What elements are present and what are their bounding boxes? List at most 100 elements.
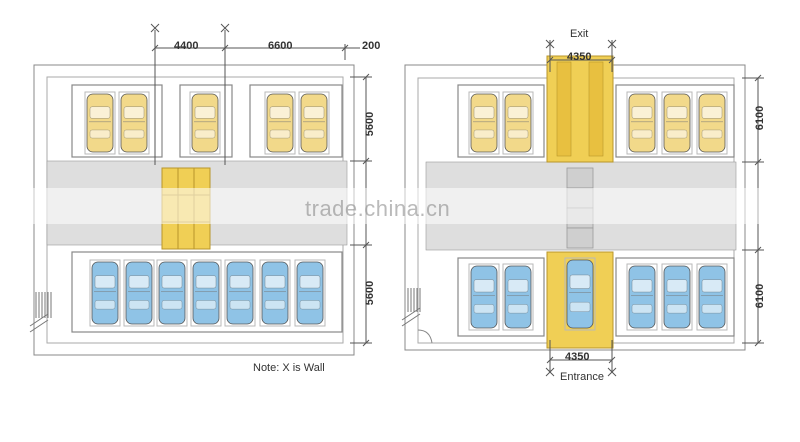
car-body [86,93,114,153]
car-frame [189,91,221,155]
car-frame [84,91,116,155]
left-lift-cell [177,221,195,250]
wall-x-stroke [607,39,617,49]
car-body [663,265,691,329]
left-lower-car-1 [123,259,155,327]
car-rear-window [94,300,116,310]
car-frame [468,91,500,155]
dim-tick [362,241,370,249]
car-rear-window [507,304,529,314]
left-rack-lower [71,251,343,333]
dim-tick [754,74,762,82]
car-windshield [194,106,216,119]
wall-note: Note: X is Wall [253,362,325,374]
left-lower-car-6 [294,259,326,327]
right-rack-lower-b [615,257,735,337]
dim-top-4400: 4400 [174,40,199,52]
car-windshield [473,279,495,293]
dim-tick [221,44,229,52]
right-upper-car-0 [468,91,500,155]
dim-top-200: 200 [362,40,381,52]
car-frame [123,259,155,327]
left-upper-car-4 [298,91,330,155]
wall-x-stroke [545,367,555,377]
dim-tick [151,44,159,52]
left-break-line [29,313,49,327]
car-frame [294,259,326,327]
car-windshield [269,106,291,119]
right-upper-car-1 [502,91,534,155]
wall-x-stroke [150,23,160,33]
dim-right-lower-5600: 5600 [364,280,377,306]
car-windshield [161,275,183,289]
car-body [91,261,119,325]
car-body [191,93,219,153]
car-windshield [631,279,653,293]
car-windshield [94,275,116,289]
car-body [120,93,148,153]
left-lift-cell [161,221,179,250]
car-body [261,261,289,325]
car-frame [502,263,534,331]
left-lower-car-5 [259,259,291,327]
left-break-line [29,319,49,333]
wall-marker-x [545,367,555,377]
car-body [566,259,594,329]
car-frame [502,91,534,155]
dim-tick [546,56,554,64]
car-rear-window [666,304,688,314]
car-body [296,261,324,325]
left-rack-upper-b [179,84,233,158]
car-body [192,261,220,325]
dim-tick [362,157,370,165]
dim-tick [754,158,762,166]
car-windshield [666,279,688,293]
car-body [300,93,328,153]
car-body [698,265,726,329]
car-frame [696,263,728,331]
dim-top-6600: 6600 [268,40,293,52]
car-frame [264,91,296,155]
right-rack-upper-a [457,84,545,158]
left-lower-car-3 [190,259,222,327]
wall-marker-x [150,23,160,33]
wall-x-stroke [607,367,617,377]
right-upper-car-4 [696,91,728,155]
car-windshield [299,275,321,289]
car-windshield [195,275,217,289]
car-rear-window [303,129,325,139]
car-body [125,261,153,325]
car-body [226,261,254,325]
car-windshield [507,106,529,119]
right-break-line [401,313,421,327]
dim-right-upper-5600: 5600 [364,111,377,137]
car-windshield [631,106,653,119]
car-rear-window [473,129,495,139]
car-body [663,93,691,153]
car-rear-window [269,129,291,139]
car-rear-window [128,300,150,310]
car-rear-window [701,304,723,314]
car-rear-window [264,300,286,310]
wall-marker-x [607,367,617,377]
dim-tick [754,339,762,347]
watermark: trade.china.cn [305,196,451,221]
car-windshield [666,106,688,119]
car-rear-window [701,129,723,139]
car-body [266,93,294,153]
left-upper-car-3 [264,91,296,155]
car-rear-window [631,129,653,139]
left-lower-car-2 [156,259,188,327]
car-windshield [89,106,111,119]
right-lower-car-2 [626,263,658,331]
right-lower-car-0 [468,263,500,331]
car-rear-window [123,129,145,139]
right-door-arc [417,329,433,344]
car-windshield [128,275,150,289]
dim-tick [608,56,616,64]
right-upper-car-3 [661,91,693,155]
car-rear-window [473,304,495,314]
wall-marker-x [220,23,230,33]
